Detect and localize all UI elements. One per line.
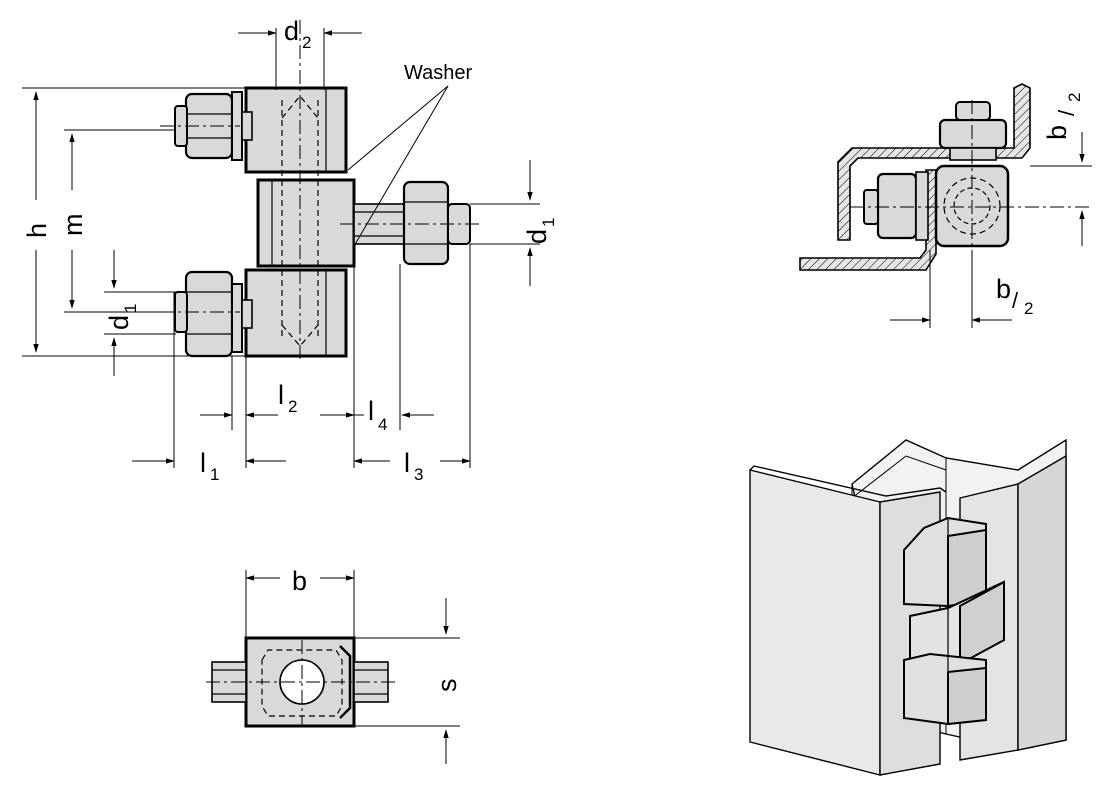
dim-h: h [22, 87, 246, 357]
dim-d1-left: d 1 [104, 250, 176, 376]
side-stud [353, 180, 471, 266]
lower-bolt [174, 270, 253, 358]
svg-text:b: b [292, 566, 307, 596]
dim-s: s [354, 598, 462, 764]
svg-text:d: d [522, 229, 552, 244]
svg-text:d: d [284, 16, 299, 46]
svg-text:4: 4 [378, 415, 387, 434]
lower-knuckle [244, 268, 348, 358]
svg-text:2: 2 [302, 33, 311, 52]
svg-text:b: b [1042, 125, 1072, 140]
upper-sheet-section [837, 83, 1031, 241]
svg-text:/: / [1012, 288, 1019, 313]
svg-text:2: 2 [288, 397, 297, 416]
svg-text:s: s [432, 679, 462, 693]
hidden-pin [281, 95, 319, 347]
svg-text:l: l [278, 380, 284, 410]
dim-l2: l 2 [200, 266, 355, 468]
hinge-3d [903, 516, 1005, 726]
svg-text:/: / [1054, 109, 1079, 116]
svg-text:m: m [58, 214, 88, 237]
dim-l1: l 1 [132, 292, 286, 484]
top-view: b s [206, 566, 462, 764]
svg-text:l: l [200, 448, 206, 478]
svg-text:2: 2 [1065, 93, 1084, 102]
dim-l3: l 3 [353, 244, 471, 484]
dim-d2: d 2 [238, 16, 362, 90]
svg-text:b: b [996, 274, 1011, 304]
middle-knuckle [256, 178, 356, 268]
svg-text:d: d [104, 315, 134, 330]
svg-text:1: 1 [210, 465, 219, 484]
svg-text:3: 3 [414, 465, 423, 484]
front-view: Washer d 2 h m [22, 16, 558, 484]
dim-m: m [58, 129, 176, 313]
perspective-view [749, 438, 1067, 776]
svg-text:2: 2 [1024, 299, 1033, 318]
svg-text:h: h [22, 223, 52, 238]
dim-b-half-horizontal: b / 2 [890, 250, 1033, 328]
dim-b: b [245, 566, 355, 638]
svg-text:1: 1 [121, 304, 140, 313]
dim-l4: l 4 [354, 264, 434, 434]
svg-text:l: l [368, 396, 374, 426]
svg-text:l: l [404, 448, 410, 478]
dim-b-half-vertical: b / 2 [1030, 93, 1092, 246]
washer-label: Washer [404, 62, 473, 84]
dim-d1-right: d 1 [470, 160, 558, 286]
svg-text:1: 1 [539, 218, 558, 227]
section-view: b / 2 b / 2 [799, 83, 1092, 328]
